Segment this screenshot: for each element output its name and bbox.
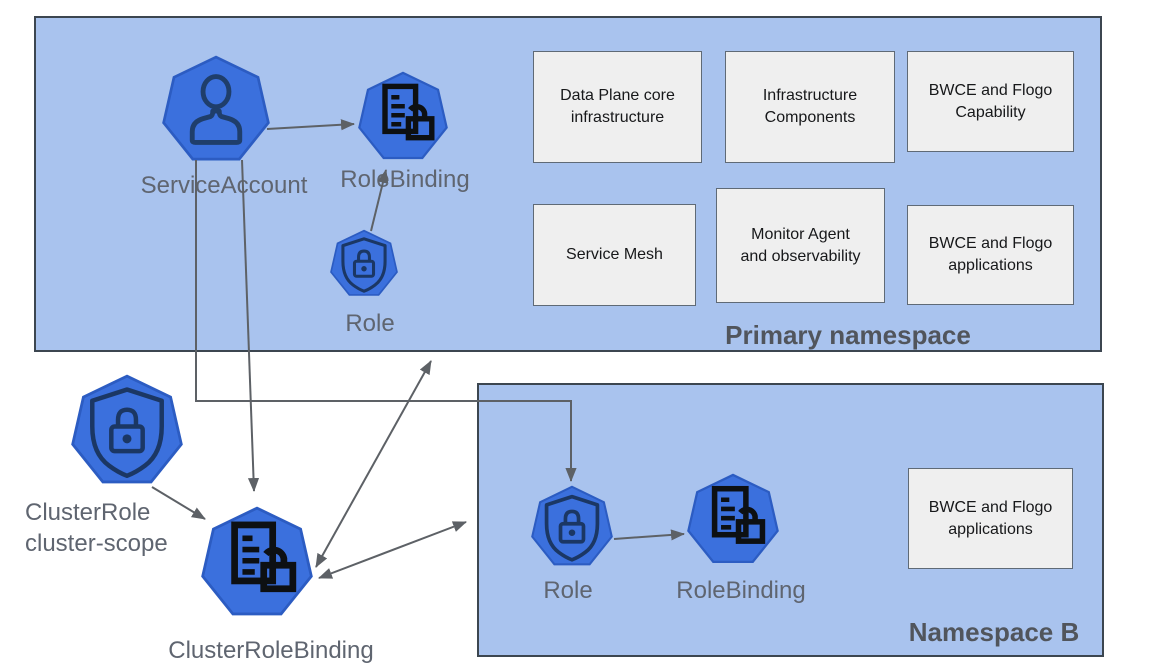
cluster-role-binding-node <box>201 506 313 616</box>
document-lock-icon <box>711 485 766 544</box>
role-label-nsb: Role <box>543 577 593 604</box>
shield-lock-icon <box>544 494 600 562</box>
component-box-data-plane: Data Plane core infrastructure <box>533 51 702 163</box>
role-node-nsb <box>531 485 613 566</box>
service-account-label: ServiceAccount <box>140 172 308 199</box>
component-box-service-mesh: Service Mesh <box>533 204 696 306</box>
role-binding-node-nsb <box>687 473 779 564</box>
role-binding-node-primary <box>358 71 448 160</box>
role-binding-label-nsb: RoleBinding <box>676 577 806 604</box>
primary-namespace-label: Primary namespace <box>725 320 971 350</box>
cluster-role-binding-label: ClusterRoleBinding <box>168 637 374 664</box>
document-lock-icon <box>231 521 297 593</box>
namespace-b-label: Namespace B <box>908 617 1080 647</box>
service-account-node <box>162 55 270 161</box>
person-icon <box>189 74 243 145</box>
role-binding-label-primary: RoleBinding <box>340 166 470 193</box>
component-box-monitor-agent: Monitor Agent and observability <box>716 188 885 303</box>
component-box-infrastructure: Infrastructure Components <box>725 51 895 163</box>
role-label-primary: Role <box>345 310 395 337</box>
cluster-role-label: ClusterRole cluster-scope <box>25 499 168 557</box>
shield-lock-icon <box>90 387 164 479</box>
component-box-bwce-apps-primary: BWCE and Flogo applications <box>907 205 1074 305</box>
component-box-bwce-apps-nsb: BWCE and Flogo applications <box>908 468 1073 569</box>
role-node-primary <box>330 229 398 296</box>
component-box-bwce-capability: BWCE and Flogo Capability <box>907 51 1074 152</box>
arrow-clusterrolebinding-namespace-b <box>318 521 467 579</box>
document-lock-icon <box>382 83 435 141</box>
cluster-role-node <box>71 374 183 484</box>
arrow-clusterrolebinding-primary-namespace <box>315 360 432 568</box>
